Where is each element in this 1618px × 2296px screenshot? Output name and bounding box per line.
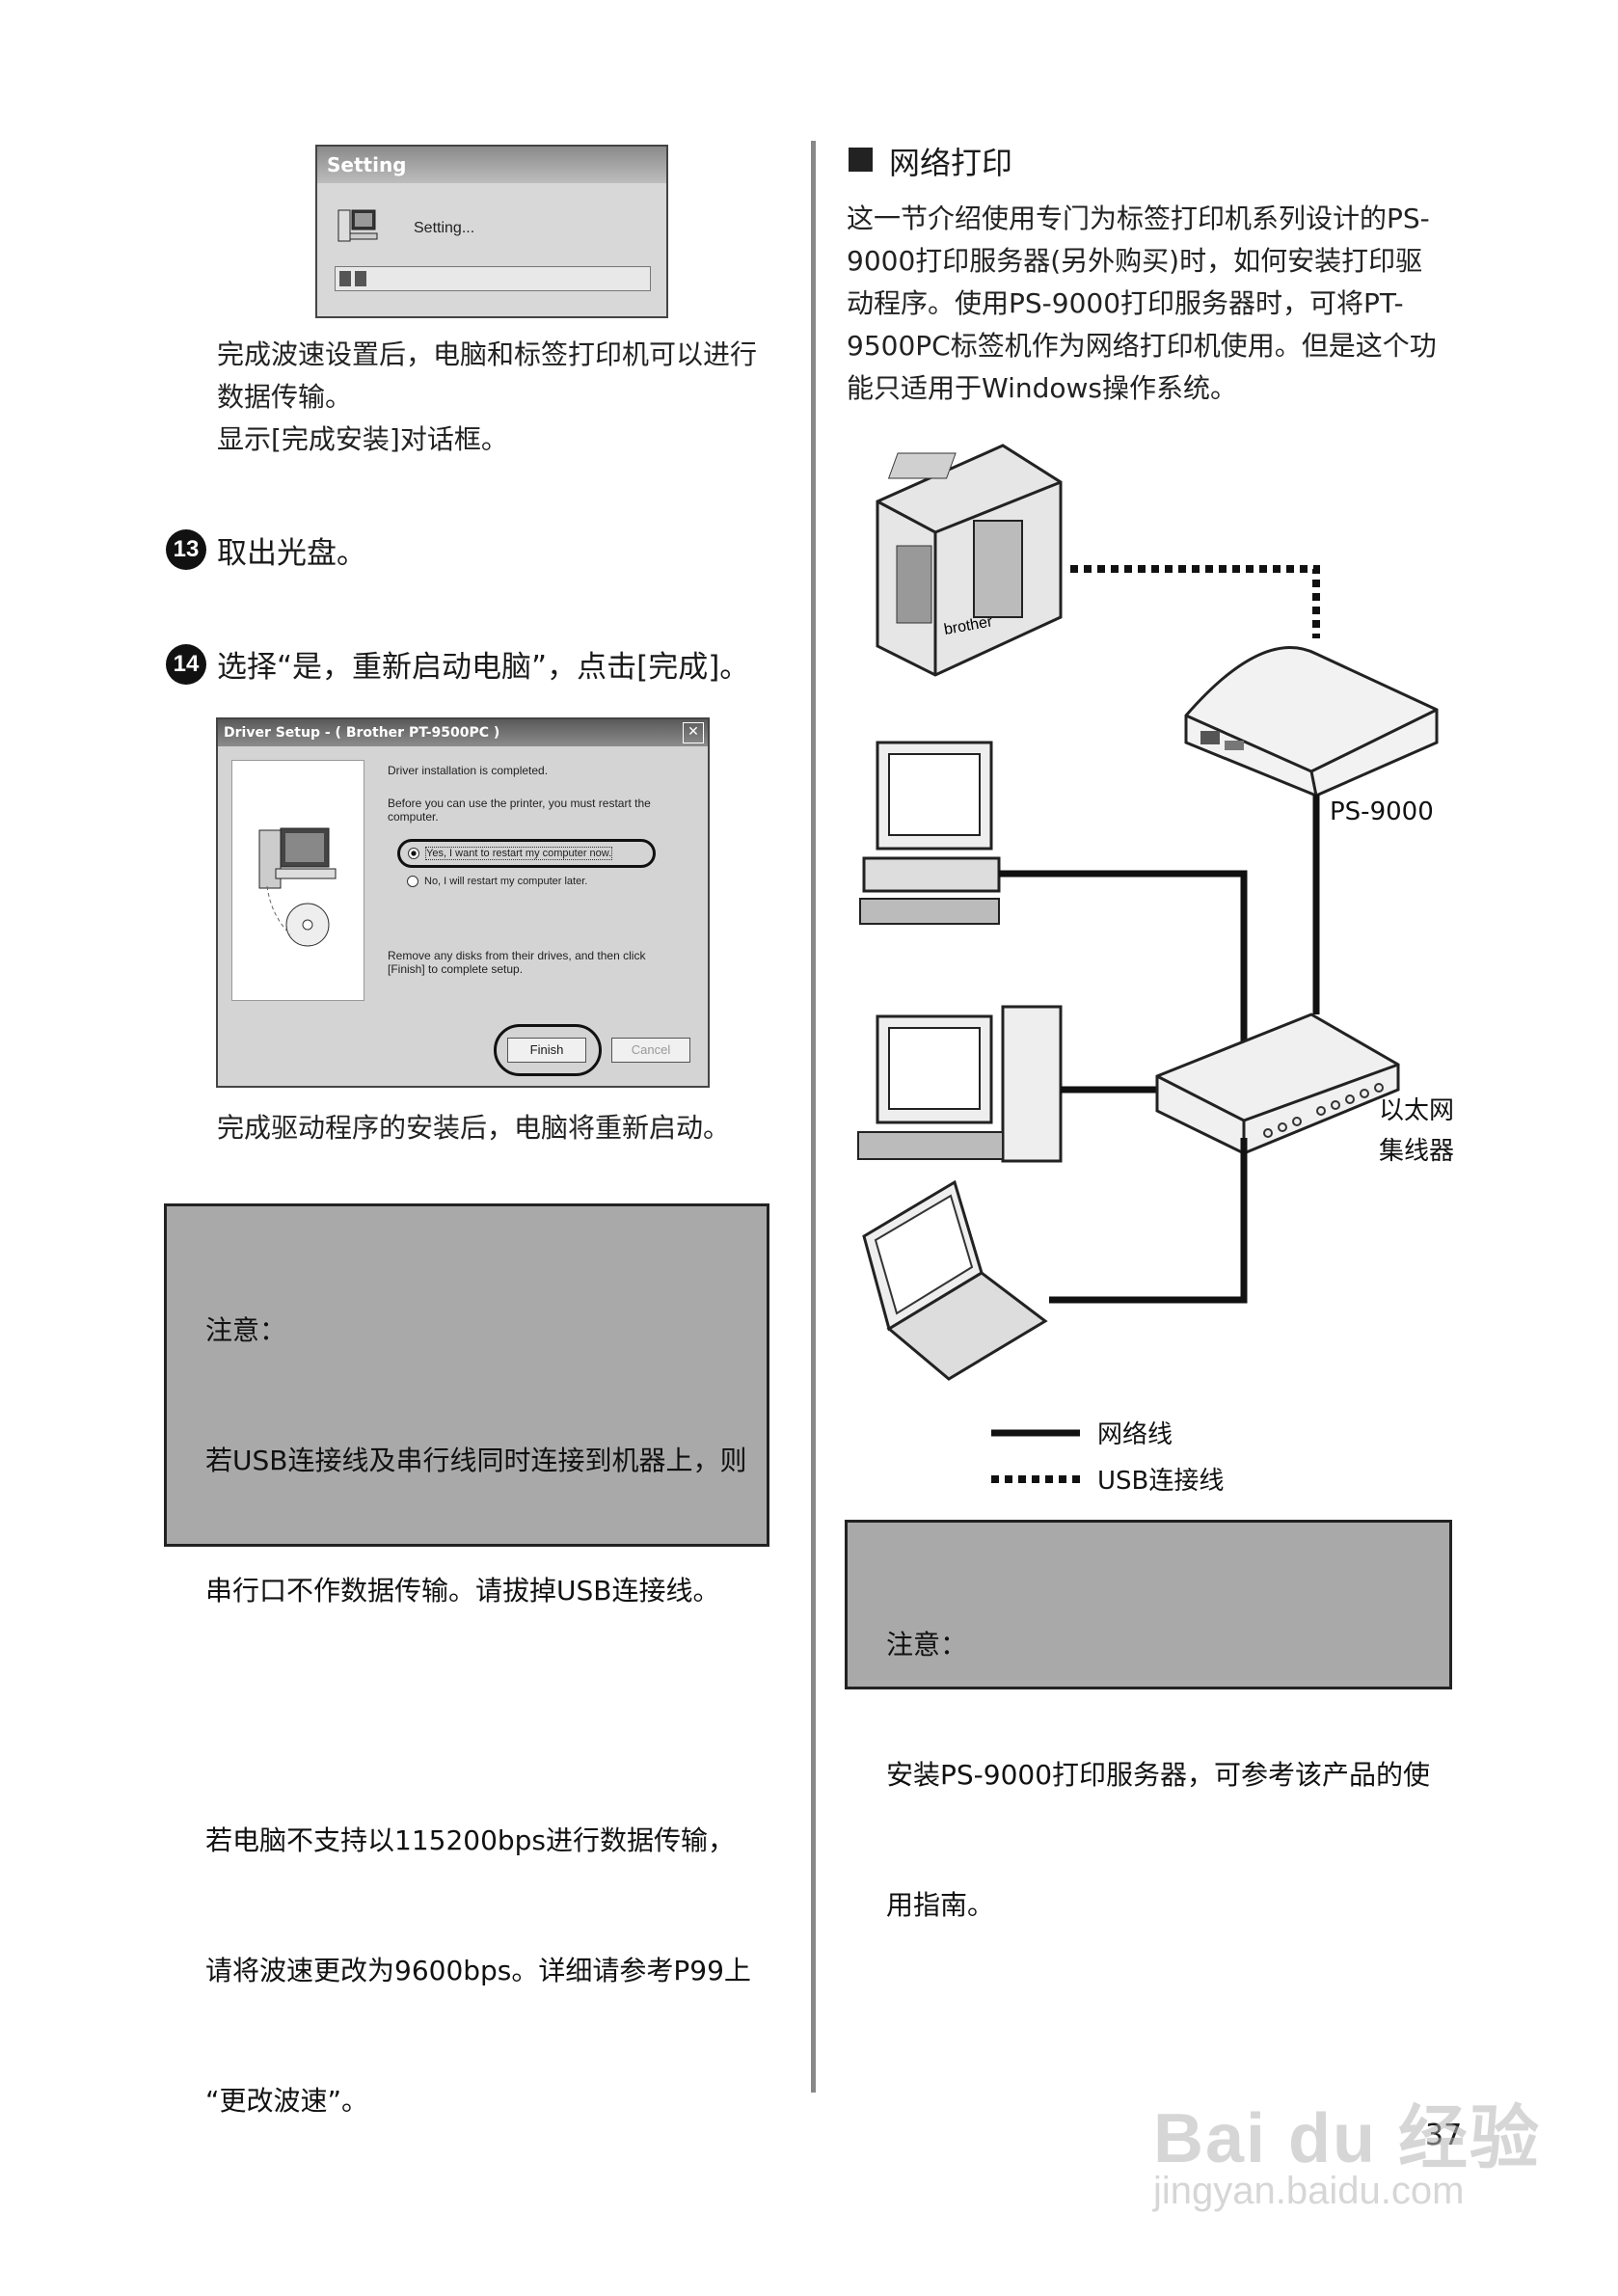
note-box-right: 注意： 安装PS-9000打印服务器，可参考该产品的使 用指南。 [845,1520,1452,1921]
section-paragraph: 这一节介绍使用专门为标签打印机系列设计的PS- 9000打印服务器(另外购买)时… [847,198,1437,410]
ethernet-hub-image [1155,1013,1400,1155]
note-left-content: 注意： 若USB连接线及串行线同时连接到机器上，则 串行口不作数据传输。请拔掉U… [205,1222,751,2209]
finish-button[interactable]: Finish [507,1038,586,1063]
close-icon[interactable]: ✕ [683,722,704,743]
hub-label-line-2: 集线器 [1379,1137,1454,1166]
setting-dialog-title: Setting [317,147,666,183]
column-divider [811,141,816,2093]
section-paragraph-line: 这一节介绍使用专门为标签打印机系列设计的PS- [847,203,1430,234]
note-left-line [205,1699,751,1732]
finish-button-highlight [494,1024,602,1076]
setting-dialog: Setting Setting... [315,145,668,318]
step-13-text: 取出光盘。 [217,536,366,571]
baidu-watermark-logo: Bai du 经验 [1153,2100,1542,2177]
radio-selected-icon[interactable] [408,848,419,859]
section-bullet-icon [849,148,873,172]
desktop-computer-image [859,741,1001,925]
note-left-line: 串行口不作数据传输。请拔掉USB连接线。 [205,1575,720,1607]
baidu-watermark-url: jingyan.baidu.com [1153,2170,1465,2212]
restart-now-option[interactable]: Yes, I want to restart my computer now. [397,839,656,868]
section-title: 网络打印 [889,145,1013,181]
driver-dialog-title: Driver Setup - ( Brother PT-9500PC ) [224,725,500,741]
hub-label-line-1: 以太网 [1379,1096,1454,1125]
driver-dialog-title-bar: Driver Setup - ( Brother PT-9500PC ) ✕ [218,719,708,746]
driver-setup-dialog: Driver Setup - ( Brother PT-9500PC ) ✕ D… [216,717,710,1088]
network-diagram: brother PS-9000 以太网 [857,444,1454,1496]
remove-disks-text: Remove any disks from their drives, and … [388,949,646,976]
left-paragraph-1-line: 显示[完成安装]对话框。 [217,423,508,455]
note-right-title: 注意： [886,1629,968,1661]
computer-icon [337,206,379,245]
setting-progress-bar [335,266,651,291]
step-14-number: 14 [166,644,206,685]
section-paragraph-line: 9000打印服务器(另外购买)时，如何安装打印驱 [847,245,1423,277]
note-box-left: 注意： 若USB连接线及串行线同时连接到机器上，则 串行口不作数据传输。请拔掉U… [164,1203,769,2117]
section-paragraph-line: 动程序。使用PS-9000打印服务器时，可将PT- [847,287,1404,319]
legend-network-label: 网络线 [1097,1420,1173,1449]
desktop-tower-computer-image [857,1005,1063,1163]
cancel-button[interactable]: Cancel [611,1038,690,1063]
usb-cable-line [1070,565,1320,638]
driver-dialog-illustration-panel [231,760,364,1001]
left-paragraph-1: 完成波速设置后，电脑和标签打印机可以进行 数据传输。 显示[完成安装]对话框。 [217,334,757,461]
restart-now-label: Yes, I want to restart my computer now. [425,847,613,860]
driver-before-use-text: Before you can use the printer, you must… [388,797,651,824]
note-right-line: 安装PS-9000打印服务器，可参考该产品的使 [886,1759,1431,1791]
left-paragraph-1-line: 数据传输。 [217,381,353,413]
note-right-content: 注意： 安装PS-9000打印服务器，可参考该产品的使 用指南。 [886,1536,1430,2013]
ps9000-label: PS-9000 [1330,797,1434,826]
note-left-line: 请将波速更改为9600bps。详细请参考P99上 [205,1955,751,1986]
step-14-text: 选择“是，重新启动电脑”，点击[完成]。 [217,650,750,685]
restart-later-option[interactable]: No, I will restart my computer later. [407,876,587,887]
network-cable-desktop1 [999,870,1248,1041]
left-paragraph-1-line: 完成波速设置后，电脑和标签打印机可以进行 [217,338,758,370]
section-paragraph-line: 能只适用于Windows操作系统。 [847,372,1237,404]
network-cable-laptop [1049,1138,1248,1304]
step-13-number: 13 [166,529,206,570]
note-right-line: 用指南。 [886,1889,995,1921]
setting-message: Setting... [414,220,475,236]
restart-later-label: No, I will restart my computer later. [424,876,588,887]
note-left-title: 注意： [205,1314,287,1346]
note-left-line: 若USB连接线及串行线同时连接到机器上，则 [205,1445,747,1476]
label-printer-image: brother [876,444,1063,677]
driver-completed-text: Driver installation is completed. [388,764,549,777]
laptop-computer-image [862,1179,1048,1381]
setting-progress-fill [339,271,370,286]
left-paragraph-2: 完成驱动程序的安装后，电脑将重新启动。 [217,1112,731,1144]
page-number: 37 [1425,2119,1463,2152]
note-left-line: “更改波速”。 [205,2085,369,2117]
section-paragraph-line: 9500PC标签机作为网络打印机使用。但是这个功 [847,330,1437,362]
legend-usb-label: USB连接线 [1097,1467,1224,1496]
ps9000-device-image [1184,646,1439,797]
note-left-line: 若电脑不支持以115200bps进行数据传输， [205,1824,736,1856]
radio-unselected-icon[interactable] [407,876,418,887]
computer-cd-icon [258,827,337,947]
